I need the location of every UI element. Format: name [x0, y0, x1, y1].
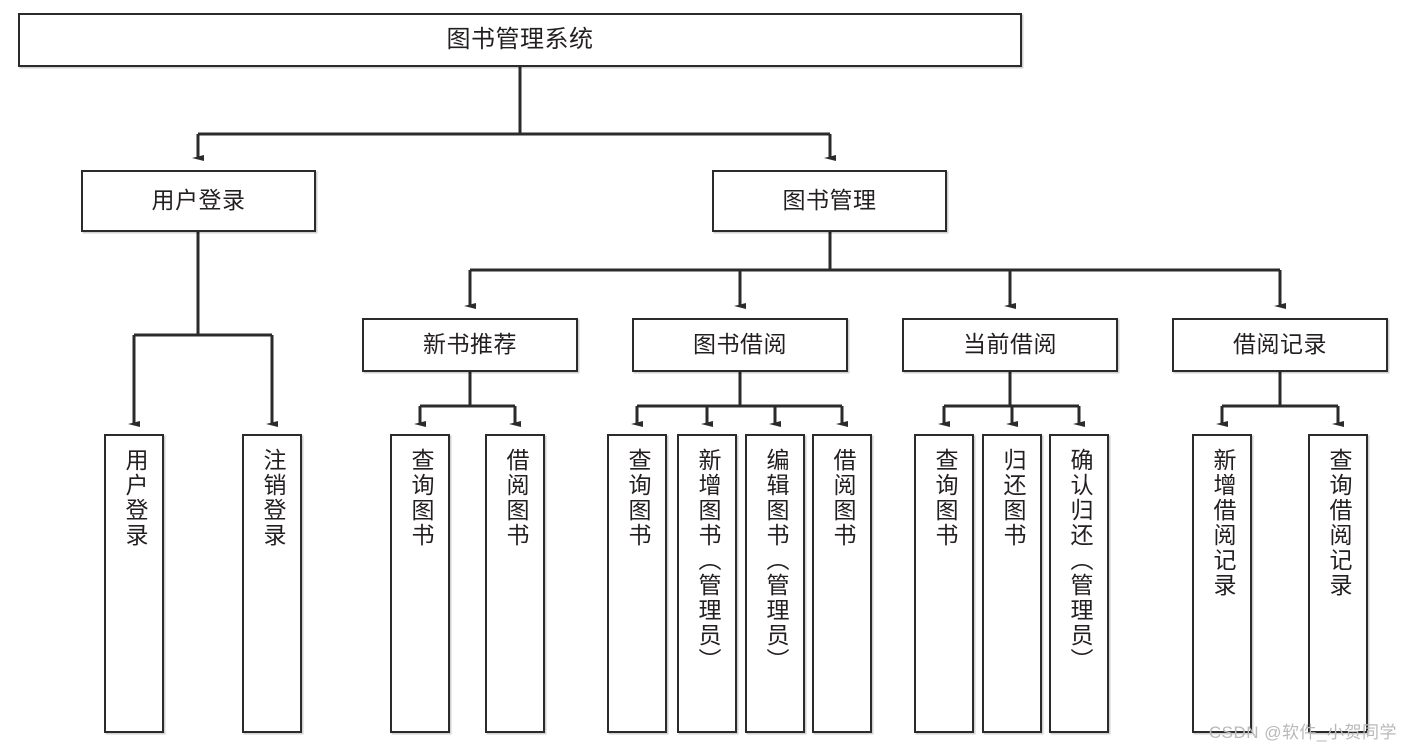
csdn-watermark: CSDN @软件_小贺同学	[1208, 723, 1397, 742]
leaf-current-return-book[interactable]: 归还图书	[982, 434, 1042, 733]
node-root-system[interactable]: 图书管理系统	[18, 13, 1022, 67]
node-label: 查询借阅记录	[1325, 448, 1352, 598]
node-label: 确认归还（管理员）	[1066, 448, 1093, 673]
leaf-recommend-query-book[interactable]: 查询图书	[390, 434, 450, 733]
node-current-borrow[interactable]: 当前借阅	[902, 318, 1118, 372]
node-book-borrow[interactable]: 图书借阅	[632, 318, 848, 372]
node-label: 新增借阅记录	[1209, 448, 1236, 598]
leaf-recommend-borrow-book[interactable]: 借阅图书	[485, 434, 545, 733]
node-label: 查询图书	[624, 448, 651, 548]
leaf-borrow-query-book[interactable]: 查询图书	[607, 434, 667, 733]
leaf-borrow-add-book-admin[interactable]: 新增图书（管理员）	[677, 434, 737, 733]
node-label: 新增图书（管理员）	[694, 448, 721, 673]
leaf-record-add-borrow-record[interactable]: 新增借阅记录	[1192, 434, 1252, 733]
node-label: 用户登录	[151, 187, 246, 214]
node-user-login[interactable]: 用户登录	[81, 170, 316, 232]
node-label: 当前借阅	[963, 331, 1057, 358]
leaf-current-query-book[interactable]: 查询图书	[914, 434, 974, 733]
node-label: 新书推荐	[423, 331, 517, 358]
node-label: 图书管理系统	[446, 25, 594, 53]
leaf-logout[interactable]: 注销登录	[242, 434, 302, 733]
node-label: 注销登录	[259, 448, 286, 548]
node-label: 借阅图书	[502, 448, 529, 548]
node-label: 查询图书	[931, 448, 958, 548]
leaf-current-confirm-return-admin[interactable]: 确认归还（管理员）	[1049, 434, 1109, 733]
node-label: 归还图书	[999, 448, 1026, 548]
node-label: 借阅记录	[1233, 331, 1327, 358]
node-borrow-record[interactable]: 借阅记录	[1172, 318, 1388, 372]
leaf-user-login[interactable]: 用户登录	[104, 434, 164, 733]
leaf-borrow-borrow-book[interactable]: 借阅图书	[812, 434, 872, 733]
node-new-book-recommend[interactable]: 新书推荐	[362, 318, 578, 372]
leaf-record-query-borrow-record[interactable]: 查询借阅记录	[1308, 434, 1368, 733]
node-label: 查询图书	[407, 448, 434, 548]
node-label: 编辑图书（管理员）	[762, 448, 789, 673]
node-label: 图书管理	[782, 187, 877, 214]
leaf-borrow-edit-book-admin[interactable]: 编辑图书（管理员）	[745, 434, 805, 733]
node-label: 借阅图书	[829, 448, 856, 548]
node-label: 用户登录	[121, 448, 148, 548]
node-book-management[interactable]: 图书管理	[712, 170, 947, 232]
node-label: 图书借阅	[693, 331, 787, 358]
